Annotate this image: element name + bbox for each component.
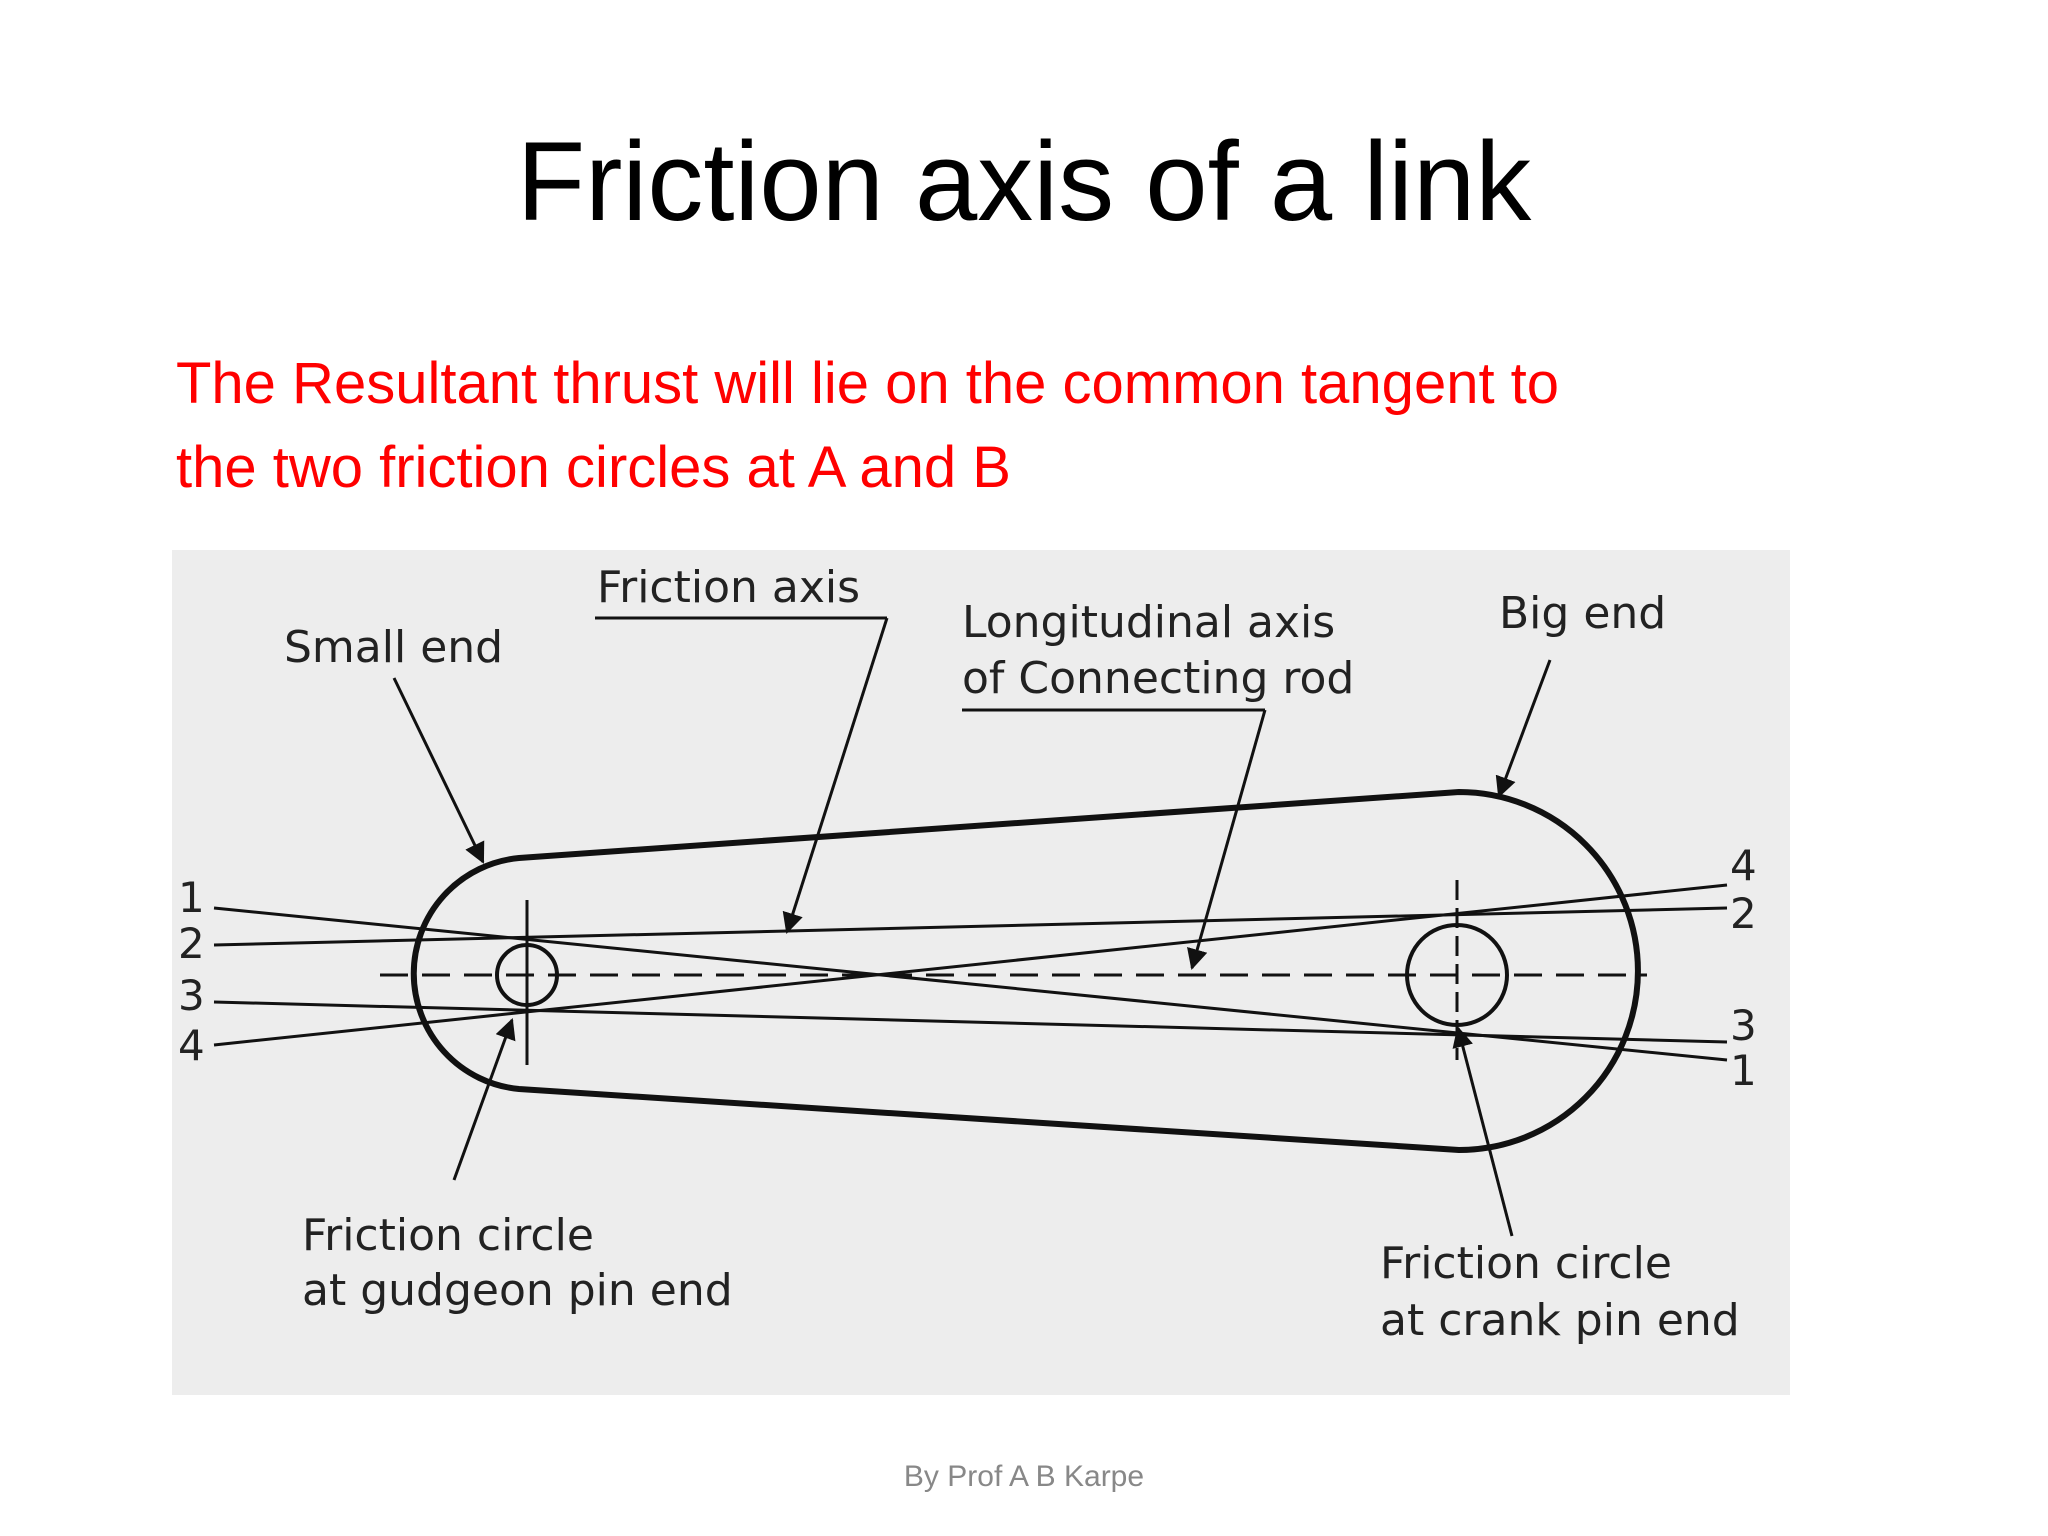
- tangent-line-2: [213, 906, 1728, 947]
- label-friction-circle-right-1: Friction circle: [1380, 1238, 1672, 1289]
- tangent-line-4: [213, 883, 1728, 1047]
- friction-axis-arrow: [782, 617, 889, 935]
- crank-friction-circle-arrow: [1452, 1025, 1514, 1237]
- body-line-1: The Resultant thrust will lie on the com…: [176, 351, 1560, 416]
- friction-axis-diagram: 1 2 3 4 4 2 3 1 Small end Friction axis …: [172, 550, 1790, 1395]
- left-number-2: 2: [178, 919, 205, 968]
- connecting-rod-outline: [410, 789, 1641, 1153]
- label-longitudinal-axis-1: Longitudinal axis: [962, 597, 1335, 648]
- label-big-end: Big end: [1499, 588, 1666, 639]
- diagram-svg: 1 2 3 4 4 2 3 1 Small end Friction axis …: [178, 562, 1757, 1346]
- left-number-1: 1: [178, 873, 205, 922]
- right-number-3: 3: [1730, 1001, 1757, 1050]
- label-small-end: Small end: [284, 622, 503, 673]
- label-friction-circle-left-1: Friction circle: [302, 1210, 594, 1261]
- right-number-4: 4: [1730, 841, 1757, 890]
- right-number-2: 2: [1730, 889, 1757, 938]
- right-number-1: 1: [1730, 1046, 1757, 1095]
- big-end-arrow: [1495, 659, 1552, 798]
- gudgeon-friction-circle-arrow: [452, 1018, 516, 1181]
- longitudinal-axis-arrow: [1187, 709, 1267, 971]
- tangent-line-3: [213, 1000, 1728, 1044]
- small-end-arrow: [392, 677, 485, 864]
- left-number-4: 4: [178, 1021, 205, 1070]
- label-friction-circle-right-2: at crank pin end: [1380, 1295, 1740, 1346]
- left-number-3: 3: [178, 971, 205, 1020]
- body-line-2: the two friction circles at A and B: [176, 435, 1011, 500]
- slide-footer: By Prof A B Karpe: [903, 1460, 1145, 1493]
- label-longitudinal-axis-2: of Connecting rod: [962, 653, 1354, 704]
- slide-title: Friction axis of a link: [516, 119, 1532, 244]
- label-friction-axis: Friction axis: [597, 562, 860, 613]
- label-friction-circle-left-2: at gudgeon pin end: [302, 1265, 733, 1316]
- slide-body-text: The Resultant thrust will lie on the com…: [176, 342, 1816, 510]
